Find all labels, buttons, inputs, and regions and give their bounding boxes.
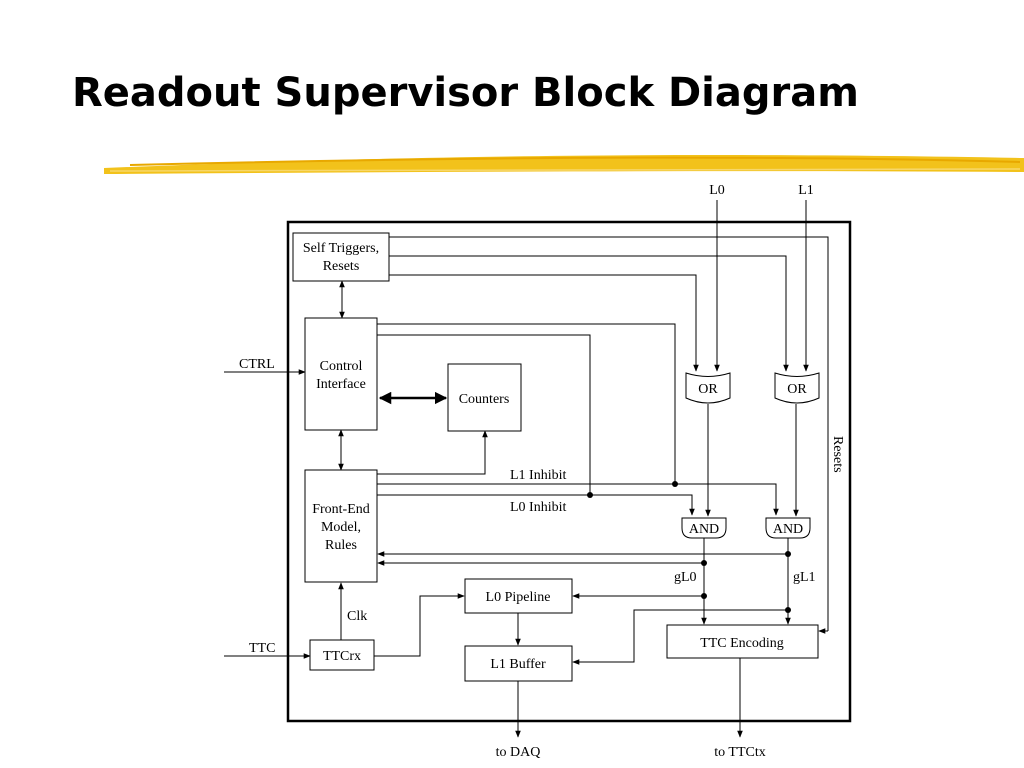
junction-dots <box>587 481 791 613</box>
l0-pipeline-label: L0 Pipeline <box>486 590 551 605</box>
frontend-label-1: Front-End <box>312 502 370 517</box>
self-triggers-label-1: Self Triggers, <box>303 241 379 256</box>
and-gate-l1: AND <box>765 517 811 539</box>
ttc-input-label: TTC <box>249 641 275 656</box>
l1-inhibit-label: L1 Inhibit <box>510 468 566 483</box>
or-gate-l0-label: OR <box>698 382 718 397</box>
ttc-encoding-label: TTC Encoding <box>700 636 784 651</box>
control-interface-block: Control Interface <box>304 317 378 431</box>
ttc-encoding-block: TTC Encoding <box>666 624 819 659</box>
or-gate-l1-label: OR <box>787 382 807 397</box>
resets-label: Resets <box>830 436 845 473</box>
and-gate-l1-label: AND <box>773 522 803 537</box>
gl1-label: gL1 <box>793 570 816 585</box>
gl0-label: gL0 <box>674 570 697 585</box>
control-label-1: Control <box>320 359 363 374</box>
to-ttctx-label: to TTCtx <box>714 745 765 760</box>
frontend-label-3: Rules <box>325 538 357 553</box>
l0-input-label: L0 <box>709 183 725 198</box>
l1-buffer-label: L1 Buffer <box>490 657 546 672</box>
and-gate-l0-label: AND <box>689 522 719 537</box>
l1-input-label: L1 <box>798 183 814 198</box>
self-triggers-label-2: Resets <box>323 259 360 274</box>
ttcrx-block: TTCrx <box>309 639 375 671</box>
front-end-model-block: Front-End Model, Rules <box>304 469 378 583</box>
and-gate-l0: AND <box>681 517 727 539</box>
ctrl-input-label: CTRL <box>239 357 275 372</box>
frontend-label-2: Model, <box>321 520 361 535</box>
l1-buffer-block: L1 Buffer <box>464 645 573 682</box>
to-daq-label: to DAQ <box>496 745 541 760</box>
slide-title: Readout Supervisor Block Diagram <box>72 70 859 116</box>
readout-supervisor-frame <box>286 220 852 723</box>
title-underline <box>104 155 1024 174</box>
counters-block: Counters <box>447 363 522 432</box>
or-gate-l1: OR <box>774 372 820 404</box>
clk-label: Clk <box>347 609 367 624</box>
counters-label: Counters <box>459 392 510 407</box>
control-label-2: Interface <box>316 377 366 392</box>
or-gate-l0: OR <box>685 372 731 404</box>
ttcrx-label: TTCrx <box>323 649 361 664</box>
self-triggers-block: Self Triggers, Resets <box>292 232 390 282</box>
l0-inhibit-label: L0 Inhibit <box>510 500 566 515</box>
l0-pipeline-block: L0 Pipeline <box>464 578 573 614</box>
